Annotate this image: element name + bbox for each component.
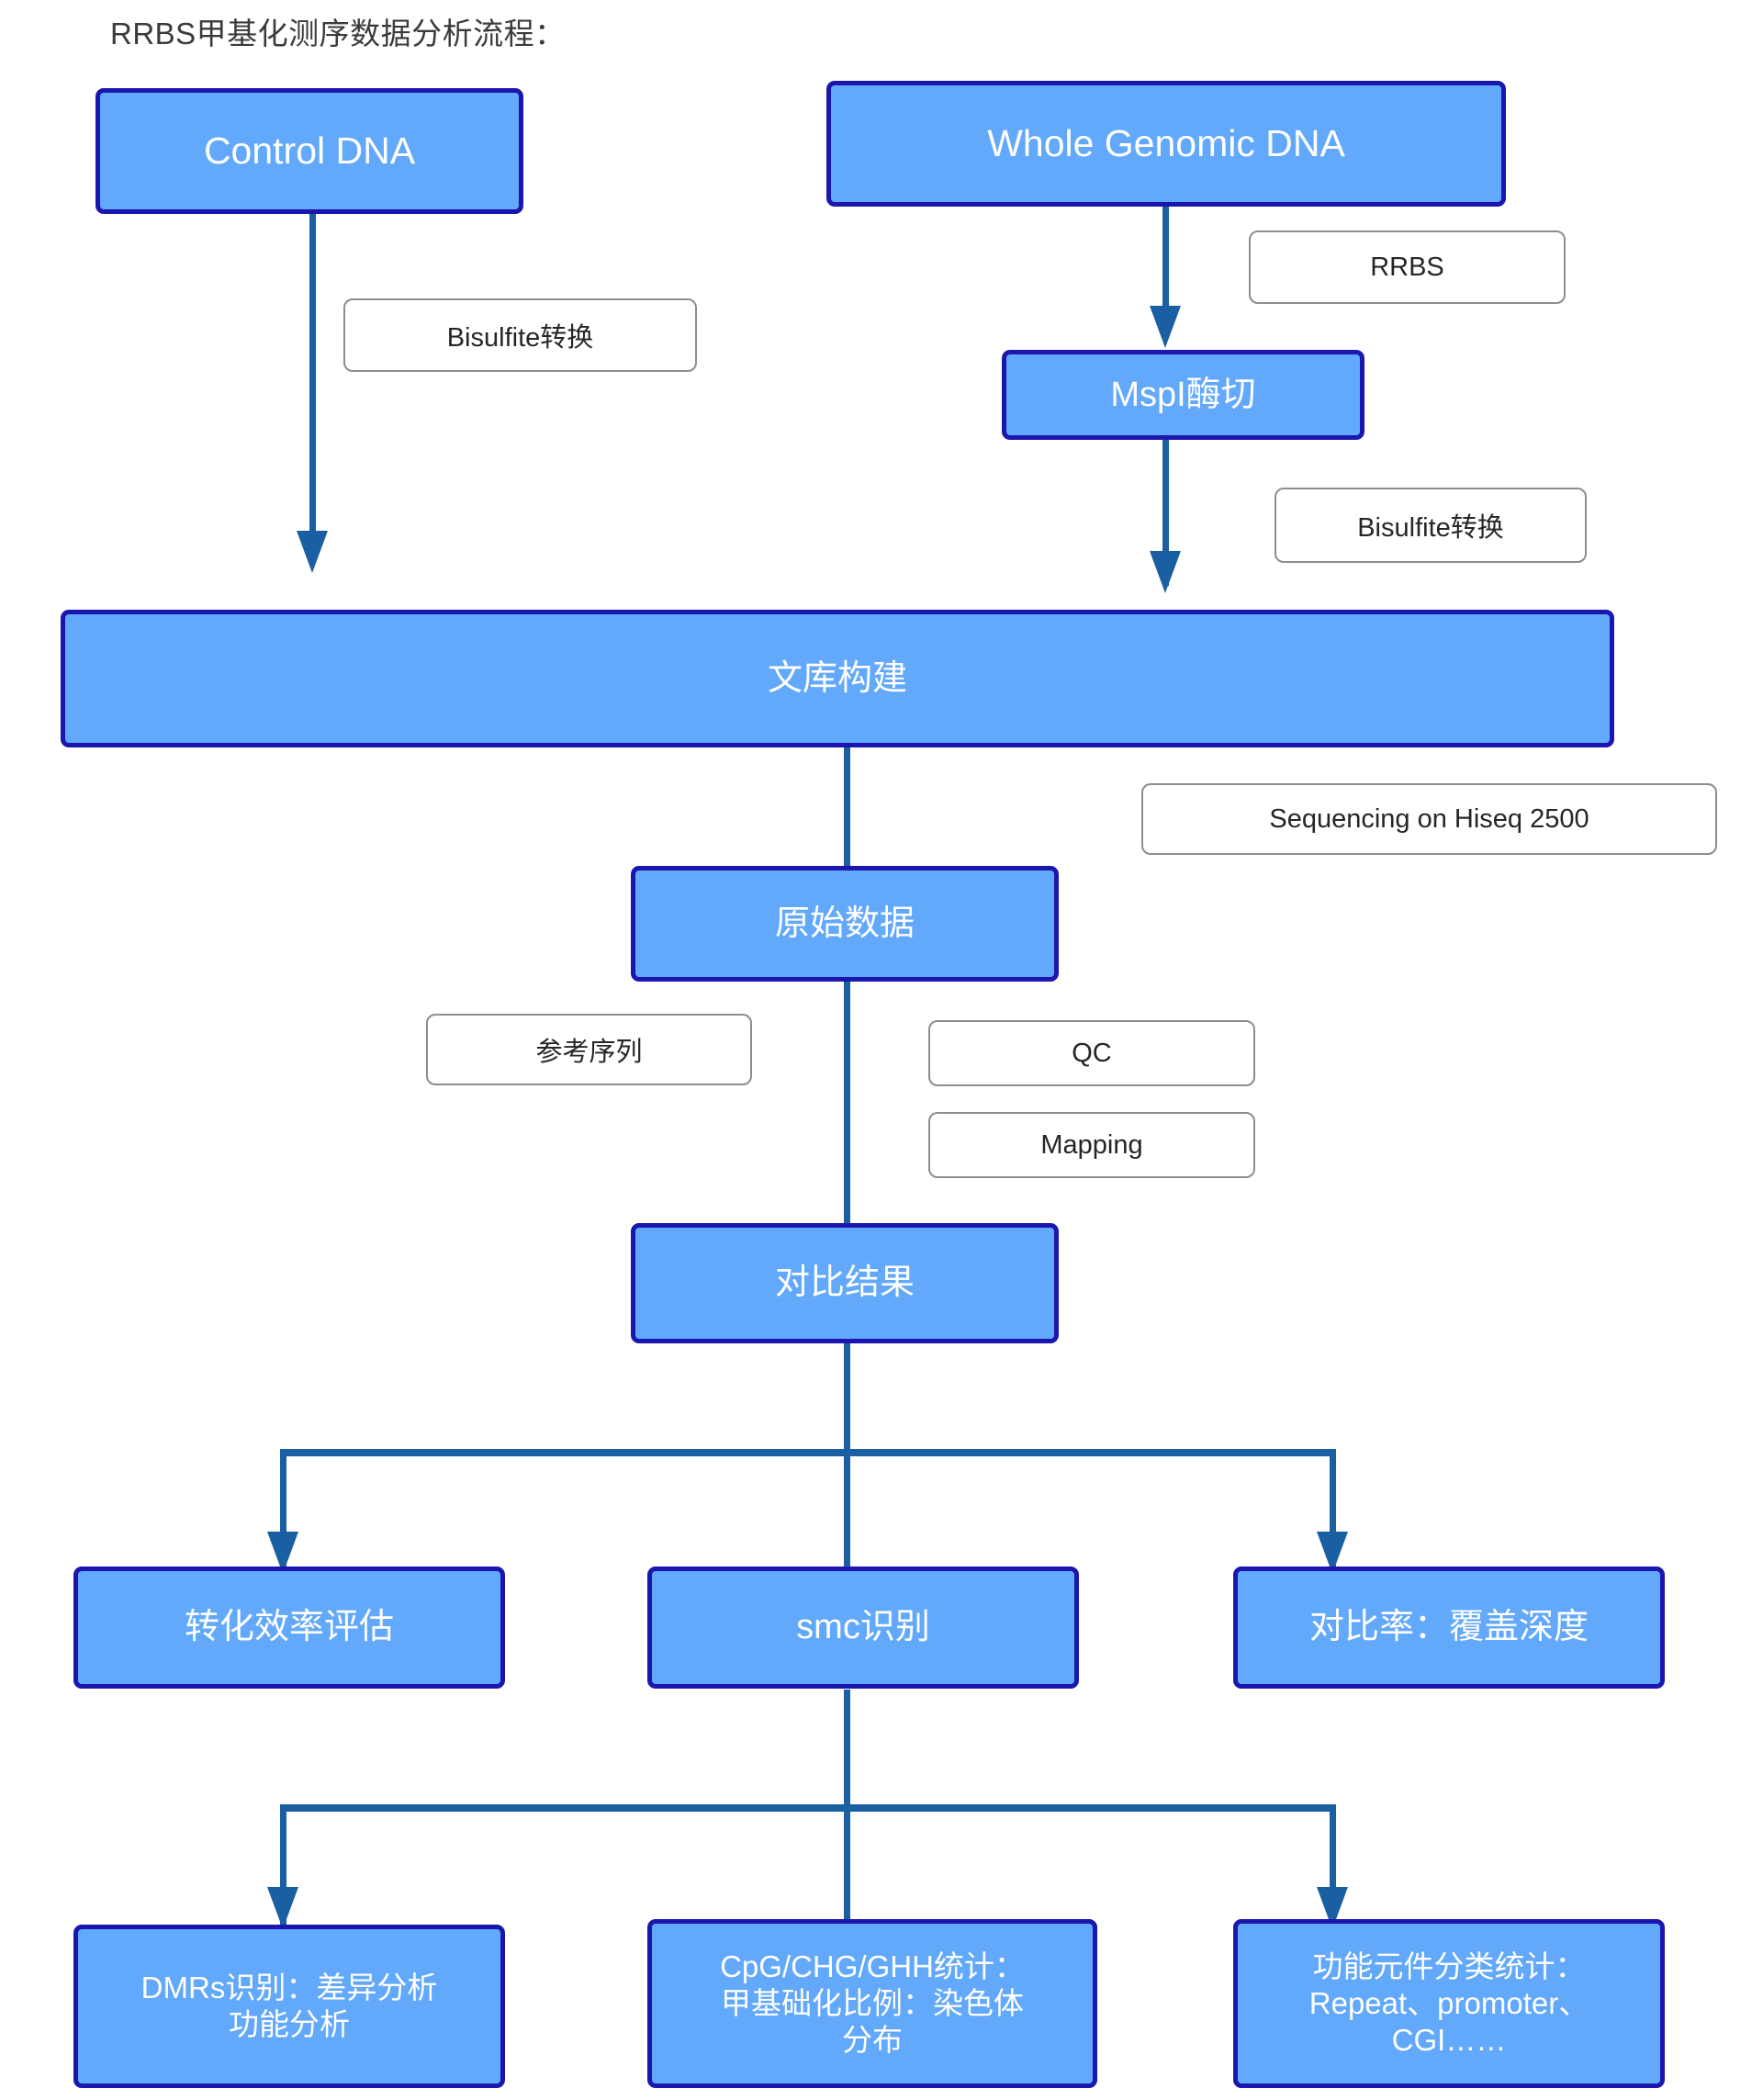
- label-bisulfite-conversion-2[interactable]: Bisulfite转换: [1275, 488, 1587, 563]
- node-cpg-stats-label: CpG/CHG/GHH统计： 甲基础化比例：染色体 分布: [659, 1948, 1085, 2060]
- node-mspi[interactable]: MspI酶切: [1002, 350, 1364, 440]
- connector-align-to-conveff: [280, 1449, 286, 1578]
- connector-library-to-rawdata: [844, 746, 850, 874]
- node-smc[interactable]: smc识别: [647, 1567, 1079, 1689]
- node-smc-label: smc识别: [796, 1608, 930, 1647]
- node-dmrs-label: DMRs识别：差异分析 功能分析: [85, 1970, 493, 2044]
- node-cpg-line3: 分布: [842, 2023, 903, 2058]
- label-mapping[interactable]: Mapping: [928, 1112, 1255, 1178]
- node-functional-elements-label: 功能元件分类统计： Repeat、promoter、 CGI……: [1245, 1948, 1653, 2060]
- node-mapping-rate[interactable]: 对比率：覆盖深度: [1233, 1567, 1665, 1689]
- node-functional-elements[interactable]: 功能元件分类统计： Repeat、promoter、 CGI……: [1233, 1919, 1665, 2088]
- node-library-construction-label: 文库构建: [767, 658, 907, 698]
- node-whole-genomic-dna[interactable]: Whole Genomic DNA: [826, 81, 1506, 207]
- connector-smc-branch-bar: [280, 1804, 1336, 1812]
- node-dmrs-line1: DMRs识别：差异分析: [140, 1970, 438, 2005]
- arrowhead-whole-to-mspi: [1150, 306, 1181, 348]
- label-bisulfite-conversion-1[interactable]: Bisulfite转换: [343, 298, 697, 372]
- connector-smc-down: [844, 1690, 850, 1937]
- page-title: RRBS甲基化测序数据分析流程：: [110, 17, 566, 51]
- node-func-line2: Repeat、promoter、: [1308, 1985, 1589, 2020]
- node-mspi-label: MspI酶切: [1110, 375, 1256, 414]
- node-conversion-efficiency-label: 转化效率评估: [184, 1608, 394, 1647]
- node-func-line1: 功能元件分类统计：: [1312, 1948, 1586, 1983]
- connector-mspi-to-library: [1162, 439, 1169, 586]
- label-rrbs-text: RRBS: [1370, 252, 1444, 282]
- node-align-result-label: 对比结果: [774, 1263, 915, 1303]
- label-rrbs[interactable]: RRBS: [1249, 230, 1566, 304]
- node-raw-data-label: 原始数据: [774, 904, 915, 943]
- node-conversion-efficiency[interactable]: 转化效率评估: [73, 1567, 505, 1689]
- label-bisulfite-conversion-1-text: Bisulfite转换: [446, 323, 594, 353]
- node-whole-genomic-dna-label: Whole Genomic DNA: [987, 122, 1345, 165]
- node-control-dna[interactable]: Control DNA: [95, 88, 523, 214]
- arrowhead-control-to-library: [297, 531, 328, 573]
- node-dmrs-line2: 功能分析: [229, 2007, 350, 2041]
- connector-align-to-maprate: [1330, 1449, 1336, 1578]
- connector-smc-to-funcelem: [1330, 1804, 1336, 1937]
- label-qc-text: QC: [1072, 1038, 1112, 1068]
- node-cpg-stats[interactable]: CpG/CHG/GHH统计： 甲基础化比例：染色体 分布: [647, 1919, 1097, 2088]
- node-align-result[interactable]: 对比结果: [631, 1223, 1059, 1343]
- connector-align-branch-bar: [280, 1449, 1336, 1456]
- node-cpg-line1: CpG/CHG/GHH统计：: [720, 1948, 1025, 1983]
- connector-control-to-library: [309, 211, 316, 560]
- node-dmrs[interactable]: DMRs识别：差异分析 功能分析: [73, 1925, 505, 2088]
- label-reference-sequence-text: 参考序列: [535, 1038, 643, 1067]
- node-control-dna-label: Control DNA: [203, 129, 416, 173]
- label-sequencing-hiseq[interactable]: Sequencing on Hiseq 2500: [1141, 783, 1717, 855]
- connector-whole-to-mspi: [1162, 205, 1169, 333]
- connector-smc-to-dmrs: [280, 1804, 286, 1937]
- node-func-line3: CGI……: [1391, 2023, 1507, 2058]
- node-raw-data[interactable]: 原始数据: [631, 866, 1059, 982]
- node-library-construction[interactable]: 文库构建: [61, 610, 1614, 747]
- arrowhead-mspi-to-library: [1150, 551, 1181, 593]
- node-cpg-line2: 甲基础化比例：染色体: [721, 1985, 1024, 2020]
- node-mapping-rate-label: 对比率：覆盖深度: [1308, 1608, 1589, 1647]
- connector-rawdata-to-align: [844, 981, 850, 1224]
- label-qc[interactable]: QC: [928, 1020, 1255, 1086]
- arrowhead-smc-to-dmrs: [267, 1887, 298, 1929]
- label-reference-sequence[interactable]: 参考序列: [426, 1014, 752, 1085]
- label-bisulfite-conversion-2-text: Bisulfite转换: [1357, 513, 1504, 543]
- connector-align-down: [844, 1342, 850, 1572]
- label-mapping-text: Mapping: [1040, 1129, 1143, 1160]
- label-sequencing-hiseq-text: Sequencing on Hiseq 2500: [1269, 803, 1589, 834]
